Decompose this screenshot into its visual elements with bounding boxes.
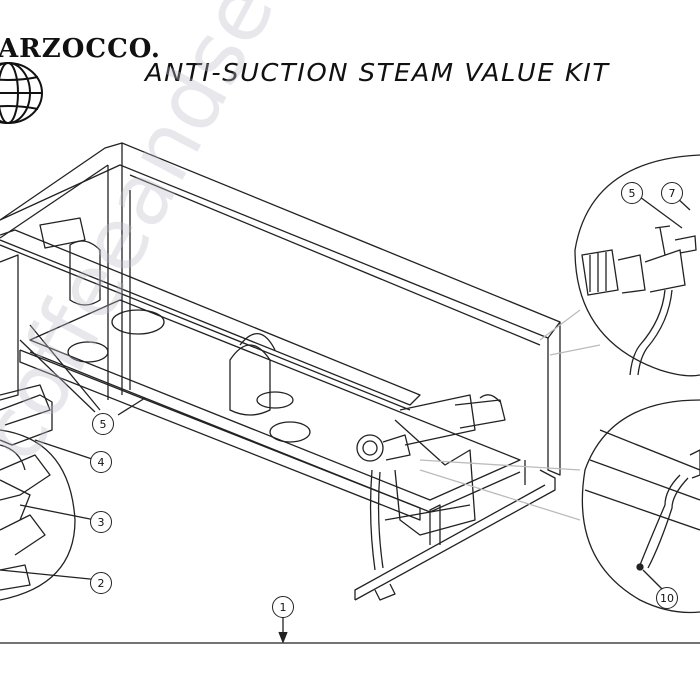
detail-bubble-top-right bbox=[574, 154, 700, 377]
callout-5: 5 bbox=[92, 413, 114, 435]
detail-bubble-bottom-right bbox=[581, 399, 700, 614]
callout-3: 3 bbox=[90, 511, 112, 533]
callout-1: 1 bbox=[272, 596, 294, 618]
brand-logo-text: ARZOCCO. bbox=[0, 34, 161, 64]
callout-10-detail: 10 bbox=[656, 587, 678, 609]
callout-4: 4 bbox=[90, 451, 112, 473]
detail-bubble-left bbox=[0, 429, 76, 601]
callout-2: 2 bbox=[90, 572, 112, 594]
brand-logo-globe bbox=[0, 62, 43, 124]
page-title: ANTI-SUCTION STEAM VALUE KIT bbox=[145, 58, 610, 87]
callout-7-detail: 7 bbox=[661, 182, 683, 204]
callout-5-detail: 5 bbox=[621, 182, 643, 204]
